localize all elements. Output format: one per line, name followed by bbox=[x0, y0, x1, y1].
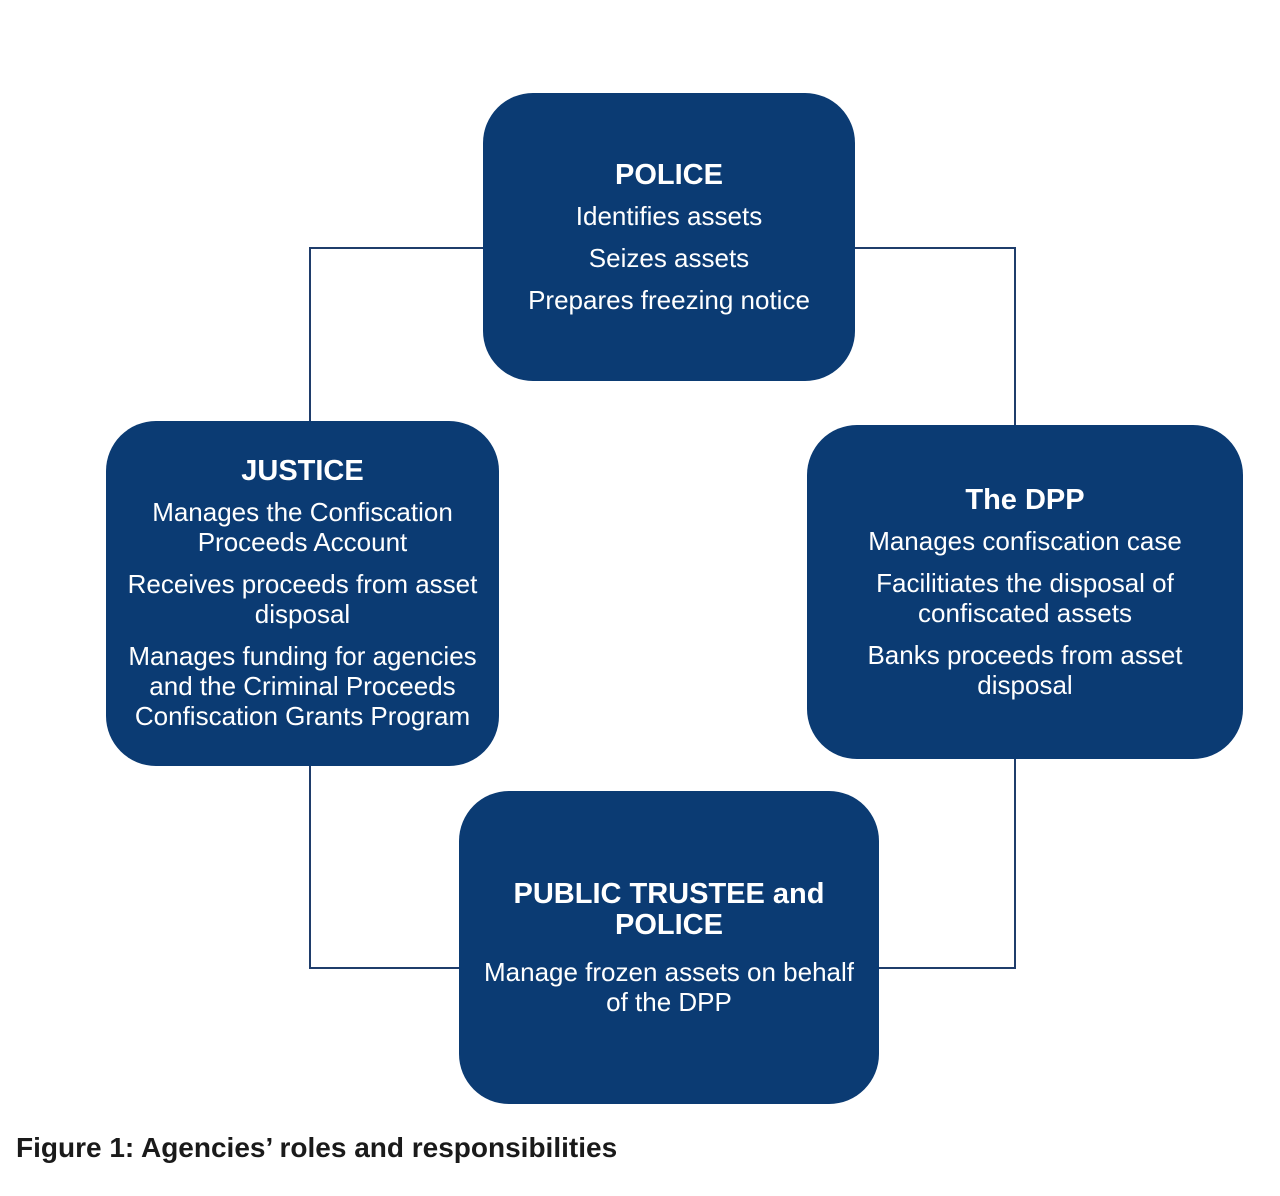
dpp-item-banks: Banks proceeds from asset disposal bbox=[867, 639, 1183, 700]
dpp-item-disposal: Facilitiates the disposal of confiscated… bbox=[876, 567, 1174, 628]
connector-dpp-trustee bbox=[879, 759, 1016, 969]
figure-caption: Figure 1: Agencies’ roles and responsibi… bbox=[16, 1132, 618, 1163]
connector-justice-trustee bbox=[309, 766, 459, 969]
justice-item-funding: Manages funding for agencies and the Cri… bbox=[128, 641, 477, 731]
trustee-item-frozen-assets: Manage frozen assets on behalf of the DP… bbox=[483, 956, 855, 1017]
trustee-title: PUBLIC TRUSTEE and POLICE bbox=[513, 877, 825, 941]
police-item-freezing-notice: Prepares freezing notice bbox=[528, 284, 810, 315]
dpp-item-case: Manages confiscation case bbox=[868, 525, 1182, 556]
police-title: POLICE bbox=[615, 158, 723, 191]
police-box: POLICE Identifies assets Seizes assets P… bbox=[483, 93, 855, 381]
trustee-responsibilities: Manage frozen assets on behalf of the DP… bbox=[477, 957, 861, 1017]
justice-box: JUSTICE Manages the Confiscation Proceed… bbox=[106, 421, 499, 766]
dpp-responsibilities: Manages confiscation case Facilitiates t… bbox=[825, 526, 1225, 700]
justice-item-account: Manages the Confiscation Proceeds Accoun… bbox=[152, 497, 453, 557]
justice-title: JUSTICE bbox=[241, 455, 364, 487]
connector-police-justice bbox=[309, 247, 483, 421]
trustee-box: PUBLIC TRUSTEE and POLICE Manage frozen … bbox=[459, 791, 879, 1104]
connector-police-dpp bbox=[855, 247, 1016, 425]
justice-item-receives: Receives proceeds from asset disposal bbox=[127, 569, 478, 629]
justice-responsibilities: Manages the Confiscation Proceeds Accoun… bbox=[124, 497, 481, 731]
dpp-box: The DPP Manages confiscation case Facili… bbox=[807, 425, 1243, 759]
police-responsibilities: Identifies assets Seizes assets Prepares… bbox=[528, 201, 810, 315]
police-item-seizes: Seizes assets bbox=[588, 242, 750, 273]
police-item-identifies: Identifies assets bbox=[575, 200, 763, 231]
dpp-title: The DPP bbox=[965, 483, 1085, 516]
